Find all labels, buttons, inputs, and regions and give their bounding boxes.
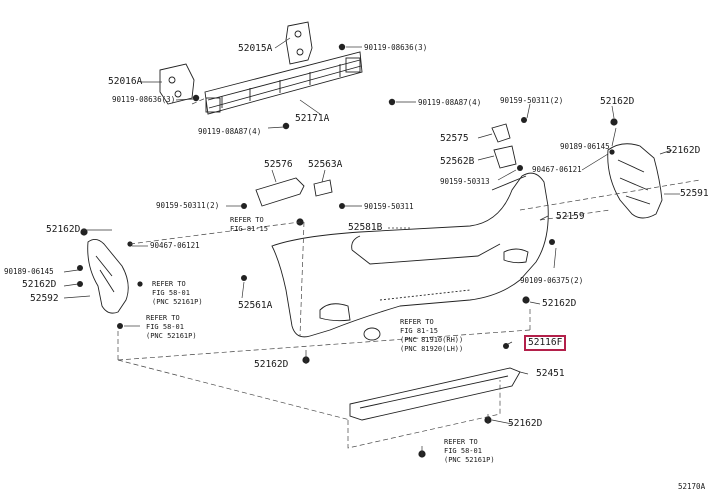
bracket-52575 bbox=[491, 123, 517, 169]
bumper-cover-52159 bbox=[271, 172, 549, 338]
ref-note-fig81-mid: REFER TO FIG 81-15 (PNC 81910(RH)) (PNC … bbox=[400, 318, 464, 353]
part-label-52592: 52592 bbox=[30, 293, 59, 304]
assembly-guides bbox=[117, 97, 701, 449]
part-label-52162D-b: 52162D bbox=[254, 359, 289, 370]
part-label-90159-50311: 90159-50311 bbox=[364, 202, 414, 211]
part-label-90119-08A87-right: 90119-08A87(4) bbox=[418, 98, 482, 107]
part-label-52162D-r1: 52162D bbox=[600, 96, 635, 107]
part-label-52162D-b2: 52162D bbox=[508, 418, 543, 429]
part-label-90119-08A87-left: 90119-08A87(4) bbox=[198, 127, 262, 136]
lower-garnish-52451 bbox=[349, 367, 521, 421]
part-label-52162D-l2: 52162D bbox=[22, 279, 57, 290]
part-label-52591: 52591 bbox=[680, 188, 709, 199]
part-label-90159-50313: 90159-50313 bbox=[440, 177, 490, 186]
leader-lines bbox=[63, 37, 680, 456]
part-label-90119-08636-top: 90119-08636(3) bbox=[364, 43, 428, 52]
reflector-plug bbox=[363, 327, 381, 341]
part-label-90467-06121-left: 90467-06121 bbox=[150, 241, 200, 250]
part-label-52561A: 52561A bbox=[238, 300, 273, 311]
part-label-90109-06375: 90109-06375(2) bbox=[520, 276, 584, 285]
part-label-90159-50311-top: 90159-50311(2) bbox=[500, 96, 564, 105]
part-label-90467-06121-right: 90467-06121 bbox=[532, 165, 582, 174]
fasteners bbox=[77, 43, 618, 458]
ref-note-fig81-top: REFER TO FIG 81-15 bbox=[230, 216, 268, 233]
part-label-90189-06145-left: 90189-06145 bbox=[4, 267, 54, 276]
bracket-52015A bbox=[285, 21, 313, 65]
diagram-id-52170A: 52170A bbox=[678, 482, 706, 491]
part-label-52116F-highlighted[interactable]: 52116F bbox=[524, 335, 567, 351]
part-label-90119-08636-left: 90119-08636(3) bbox=[112, 95, 176, 104]
part-label-52162D-m: 52162D bbox=[542, 298, 577, 309]
part-label-52451: 52451 bbox=[536, 368, 565, 379]
bumper-reinforcement bbox=[204, 51, 363, 115]
part-label-52581B: 52581B bbox=[348, 222, 383, 233]
bracket-52576 bbox=[255, 177, 333, 207]
ref-note-fig58-bottom: REFER TO FIG 58-01 (PNC 52161P) bbox=[444, 438, 495, 464]
part-label-52171A: 52171A bbox=[295, 113, 330, 124]
ref-note-fig58-left: REFER TO FIG 58-01 (PNC 52161P) bbox=[152, 280, 203, 306]
part-label-52563A: 52563A bbox=[308, 159, 343, 170]
part-label-52162D-r2: 52162D bbox=[666, 145, 701, 156]
part-label-52575: 52575 bbox=[440, 133, 469, 144]
part-label-52562B: 52562B bbox=[440, 156, 475, 167]
part-label-52015A: 52015A bbox=[238, 43, 273, 54]
side-retainer-52592 bbox=[87, 239, 129, 314]
bracket-52016A bbox=[159, 63, 195, 105]
part-label-52162D-l1: 52162D bbox=[46, 224, 81, 235]
side-retainer-52591 bbox=[607, 143, 663, 219]
part-label-52159: 52159 bbox=[556, 211, 585, 222]
part-label-52576: 52576 bbox=[264, 159, 293, 170]
part-label-52016A: 52016A bbox=[108, 76, 143, 87]
ref-note-fig58-left2: REFER TO FIG 58-01 (PNC 52161P) bbox=[146, 314, 197, 340]
part-label-90159-50311-mid: 90159-50311(2) bbox=[156, 201, 220, 210]
part-label-90189-06145-right: 90189-06145 bbox=[560, 142, 610, 151]
